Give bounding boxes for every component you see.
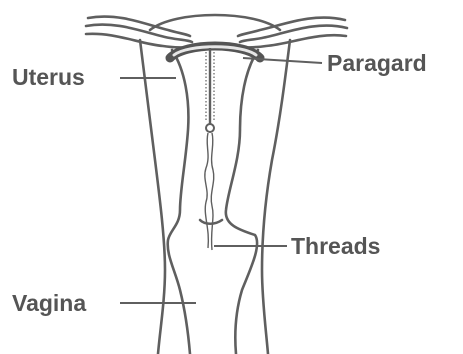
fallopian-tube-left xyxy=(86,17,192,48)
uterus-outer-wall-left xyxy=(140,40,165,354)
uterus-outer-wall-right xyxy=(262,40,290,354)
iud-threads xyxy=(205,133,214,250)
uterine-cavity-right xyxy=(226,50,258,354)
label-vagina: Vagina xyxy=(12,292,86,315)
fallopian-tube-right xyxy=(238,18,347,48)
uterine-cavity-left xyxy=(168,50,190,354)
label-uterus: Uterus xyxy=(12,66,85,89)
uterus-fundus xyxy=(150,15,280,30)
cervix xyxy=(200,220,222,224)
label-paragard: Paragard xyxy=(327,52,427,75)
iud-bulb xyxy=(206,124,214,132)
leader-paragard xyxy=(243,58,322,63)
label-threads: Threads xyxy=(291,235,380,258)
